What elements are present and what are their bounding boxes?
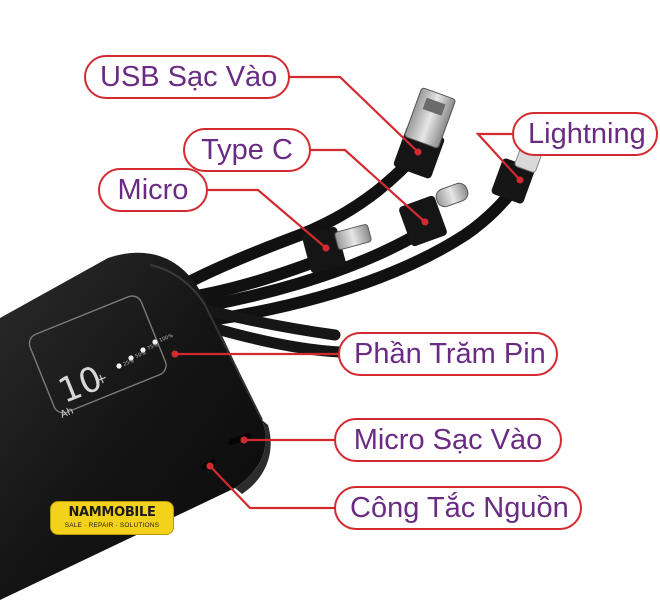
- led-4: [116, 363, 122, 369]
- micro-input-port: [228, 432, 252, 446]
- led-indicators: 100% 75% 50% 25%: [116, 333, 174, 369]
- led-label-3: 50%: [135, 350, 148, 360]
- label-micro-in: Micro Sạc Vào: [334, 418, 562, 462]
- led-2: [140, 347, 146, 353]
- usb-cable: [172, 144, 426, 294]
- label-power-switch: Công Tắc Nguồn: [334, 486, 582, 530]
- usb-connector: [393, 87, 456, 179]
- led-label-4: 25%: [123, 358, 136, 368]
- label-type-c: Type C: [183, 128, 311, 172]
- leader-switch: [208, 464, 336, 510]
- led-1: [152, 339, 158, 345]
- logo-tagline: SALE · REPAIR · SOLUTIONS: [64, 522, 160, 529]
- plus-sign: +: [93, 370, 110, 389]
- nammobile-logo: NAMMOBILE SALE · REPAIR · SOLUTIONS: [50, 501, 174, 535]
- leader-usb: [286, 75, 420, 154]
- capacity-unit: Ah: [59, 406, 75, 421]
- leader-lines: [171, 75, 524, 510]
- label-battery-percent: Phần Trăm Pin: [338, 332, 558, 376]
- led-label-2: 75%: [147, 342, 160, 352]
- label-usb-in: USB Sạc Vào: [84, 55, 290, 99]
- label-lightning: Lightning: [512, 112, 658, 156]
- label-micro: Micro: [98, 168, 208, 212]
- logo-brand: NAMMOBILE: [68, 505, 156, 520]
- leader-lightning: [475, 132, 522, 182]
- leader-typec: [308, 148, 427, 224]
- led-3: [128, 355, 134, 361]
- led-label-1: 100%: [159, 333, 175, 344]
- indicator-panel: [28, 295, 167, 414]
- leader-micro: [205, 188, 328, 250]
